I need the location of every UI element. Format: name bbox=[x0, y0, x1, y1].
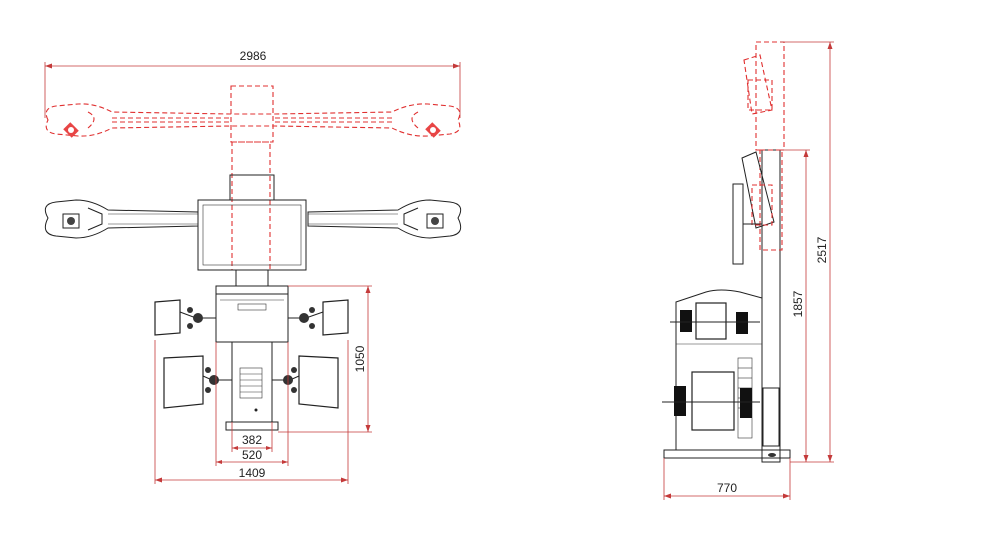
ghost-camera-right bbox=[425, 122, 441, 138]
target-lower-right bbox=[272, 355, 339, 409]
side-target-upper bbox=[670, 302, 760, 340]
dim-column-height: 1050 bbox=[278, 285, 372, 433]
dim-depth-label: 770 bbox=[717, 481, 737, 495]
ghost-camera-left bbox=[63, 122, 79, 138]
dim-base-width: 520 bbox=[215, 342, 289, 466]
side-view: 2517 1857 770 bbox=[662, 41, 834, 500]
dim-overall-width-label: 1409 bbox=[239, 466, 266, 480]
dim-side-column-height-label: 1857 bbox=[791, 290, 805, 317]
dim-total-height: 2517 bbox=[780, 41, 834, 463]
cabinet bbox=[215, 285, 289, 431]
dim-beam-width-label: 2986 bbox=[240, 49, 267, 63]
target-lower-left bbox=[163, 355, 232, 409]
front-view: 2986 bbox=[44, 49, 462, 484]
dim-beam-width: 2986 bbox=[44, 49, 461, 118]
dim-base-width-label: 520 bbox=[242, 448, 262, 462]
dim-depth: 770 bbox=[663, 458, 791, 500]
dim-side-column-height: 1857 bbox=[782, 149, 810, 462]
ghost-raised-beam bbox=[45, 85, 461, 271]
dim-column-height-label: 1050 bbox=[353, 345, 367, 372]
dim-total-height-label: 2517 bbox=[815, 236, 829, 263]
target-upper-right bbox=[288, 299, 349, 336]
ghost-raised-head bbox=[743, 41, 785, 151]
target-upper-left bbox=[154, 299, 216, 336]
dim-base-inner-label: 382 bbox=[242, 433, 262, 447]
side-column bbox=[732, 149, 783, 463]
camera-right bbox=[426, 213, 444, 229]
dim-base-inner: 382 bbox=[231, 422, 273, 452]
dim-overall-width: 1409 bbox=[154, 340, 349, 484]
camera-left bbox=[62, 213, 80, 229]
camera-beam bbox=[44, 199, 462, 239]
side-target-lower bbox=[662, 371, 760, 431]
monitor bbox=[197, 174, 307, 287]
